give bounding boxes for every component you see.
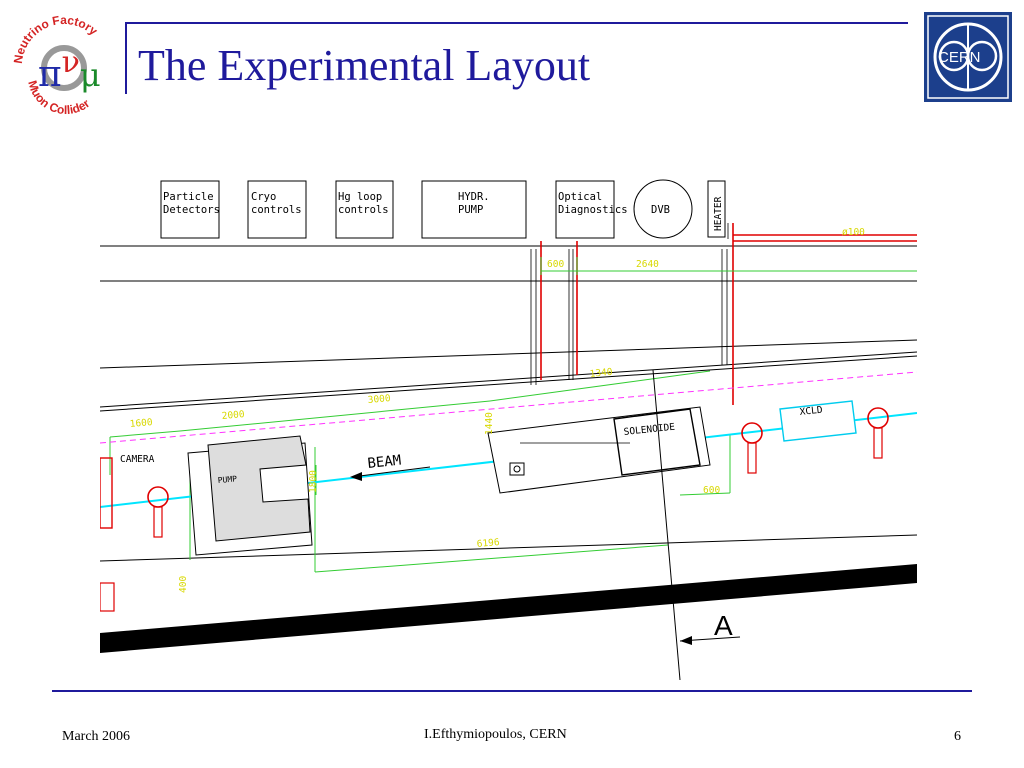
solenoid-label: SOLENOIDE: [623, 422, 676, 438]
box-label: PUMP: [458, 204, 483, 216]
box-label: Hg loop: [338, 191, 382, 203]
box-label: controls: [251, 204, 302, 216]
box-label: Optical: [558, 191, 602, 203]
dimension-3000: 3000: [367, 393, 391, 406]
camera-label: CAMERA: [120, 454, 155, 465]
box-label: Detectors: [163, 204, 220, 216]
dimension-6196: 6196: [476, 537, 500, 550]
beam-label: BEAM: [367, 453, 402, 472]
dvb-label: DVB: [651, 204, 670, 216]
beam-indicator: BEAM: [350, 453, 431, 481]
cryo-controls-box: Cryo controls: [247, 180, 307, 239]
control-boxes: Particle Detectors Cryo controls Hg loop…: [160, 179, 726, 239]
dimension-2640: 2640: [636, 259, 659, 270]
dashed-reference-line: [100, 371, 917, 444]
box-label: HYDR.: [458, 191, 490, 203]
camera-assembly: CAMERA: [100, 454, 169, 612]
corridor-lines: [100, 245, 917, 562]
footer-date: March 2006: [62, 729, 131, 744]
heater-box: [707, 180, 726, 238]
heater-label: HEATER: [713, 196, 724, 231]
hydr-pump-box: HYDR. PUMP: [421, 180, 527, 239]
slide-title: The Experimental Layout: [138, 41, 591, 90]
particle-detectors-box: Particle Detectors: [160, 180, 220, 239]
solenoid-assembly: SOLENOIDE: [487, 406, 711, 494]
box-label: controls: [338, 204, 389, 216]
title-vertical-rule: [125, 22, 127, 94]
dimension-1800: 1800: [308, 470, 319, 493]
xcld-label: XCLD: [799, 405, 823, 418]
page-number: 6: [954, 729, 961, 744]
section-label: A: [714, 610, 733, 641]
hg-loop-controls-box: Hg loop controls: [335, 180, 394, 239]
pump-label: PUMP: [217, 474, 237, 485]
cern-logo: CERN: [924, 12, 1012, 102]
box-label: Particle: [163, 191, 214, 203]
dimension-1600: 1600: [129, 417, 153, 430]
dimension-phi100: ø100: [842, 227, 865, 238]
dimension-1340: 1340: [589, 367, 613, 380]
right-flanges: [741, 407, 889, 474]
experimental-layout-drawing: Particle Detectors Cryo controls Hg loop…: [100, 179, 917, 680]
dimension-1440: 1440: [484, 412, 495, 435]
footer-author: I.Efthymiopoulos, CERN: [424, 727, 567, 742]
xcld-assembly: XCLD: [779, 400, 857, 442]
logo-ring-icon: [41, 45, 87, 91]
logo-symbols: πνμ: [38, 45, 101, 95]
pipe-supports: [530, 223, 729, 385]
optical-diagnostics-box: Optical Diagnostics: [555, 180, 628, 239]
dimension-lines: [109, 257, 917, 573]
footer-rule: [52, 690, 972, 692]
dimension-600-bottom: 600: [703, 485, 720, 496]
box-label: Diagnostics: [558, 204, 628, 216]
dvb-circle: [633, 179, 693, 239]
tunnel-wall: [100, 564, 917, 653]
dimension-2000: 2000: [221, 409, 245, 422]
pump-assembly: PUMP: [187, 435, 313, 556]
dimension-600-top: 600: [547, 259, 564, 270]
dimension-texts: ø100 600 2640 1600 2000 3000 6196 600 40…: [129, 227, 865, 593]
neutrino-factory-logo: Neutrino Factory Muon Collider πνμ: [11, 13, 101, 117]
title-horizontal-rule: [126, 22, 908, 24]
dimension-400: 400: [178, 576, 189, 593]
cern-logo-text: CERN: [938, 49, 981, 66]
box-label: Cryo: [251, 191, 276, 203]
section-marker: A: [652, 369, 741, 680]
left-stand: [100, 582, 115, 612]
